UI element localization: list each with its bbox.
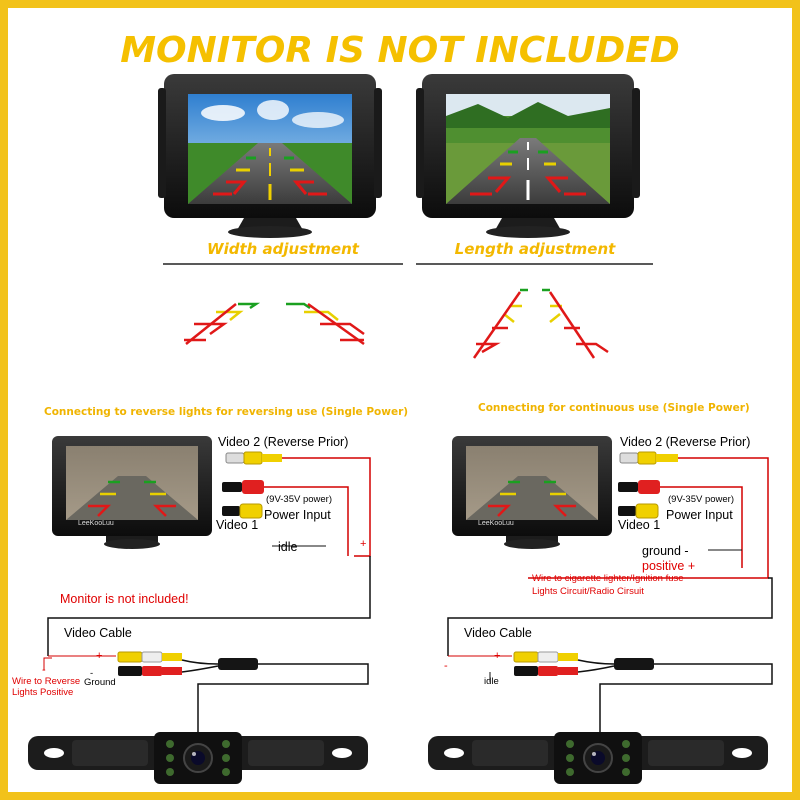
left-lights-positive: Lights Positive <box>12 687 74 698</box>
right-positive-plus: positive + <box>642 559 696 573</box>
left-video2-label: Video 2 (Reverse Prior) <box>218 435 349 449</box>
monitor-width-adjustment <box>158 74 382 238</box>
monitor-brand-right: LeeKooLuu <box>478 520 514 527</box>
right-power-input: Power Input <box>666 508 733 522</box>
monitor-not-included-warning: Monitor is not included! <box>60 592 189 606</box>
right-minus-small: - <box>444 660 448 672</box>
left-video-cable-label: Video Cable <box>64 626 132 640</box>
left-plus-small: + <box>96 650 103 662</box>
left-power-range: (9V-35V power) <box>266 494 333 505</box>
right-wire-cigarette: Wire to cigarette lighter/Ignition fuse <box>532 573 684 584</box>
left-ground-label: Ground <box>84 677 116 688</box>
left-video1-label: Video 1 <box>216 518 259 532</box>
guide-lines-width <box>184 302 365 346</box>
right-plus-small: + <box>494 650 501 662</box>
right-video-cable-label: Video Cable <box>464 626 532 640</box>
caption-length-adjustment: Length adjustment <box>454 240 616 258</box>
left-minus-small: - <box>42 664 46 676</box>
headline: MONITOR IS NOT INCLUDED <box>120 30 680 71</box>
product-image: MONITOR IS NOT INCLUDED <box>8 8 792 792</box>
section-title-reverse: Connecting to reverse lights for reversi… <box>44 406 409 418</box>
right-idle-label: idle <box>484 676 499 687</box>
monitor-brand-left: LeeKooLuu <box>78 520 114 527</box>
left-power-input: Power Input <box>264 508 331 522</box>
right-video1-label: Video 1 <box>618 518 661 532</box>
right-lights-circuit: Lights Circuit/Radio Cirsuit <box>532 586 644 597</box>
left-wiring-diagram <box>28 436 371 784</box>
right-video2-label: Video 2 (Reverse Prior) <box>620 435 751 449</box>
left-minus-ground: - <box>90 668 94 679</box>
left-plus-label: + <box>360 538 367 550</box>
left-idle-label: idle <box>278 540 298 554</box>
monitor-length-adjustment <box>416 74 640 238</box>
right-ground-minus: ground - <box>642 544 689 558</box>
section-title-continuous: Connecting for continuous use (Single Po… <box>478 402 750 414</box>
guide-lines-length <box>472 288 609 359</box>
right-power-range: (9V-35V power) <box>668 494 735 505</box>
illustration <box>28 74 773 784</box>
right-wiring-diagram <box>428 436 773 784</box>
caption-width-adjustment: Width adjustment <box>207 240 359 258</box>
left-wire-reverse: Wire to Reverse <box>12 676 81 687</box>
